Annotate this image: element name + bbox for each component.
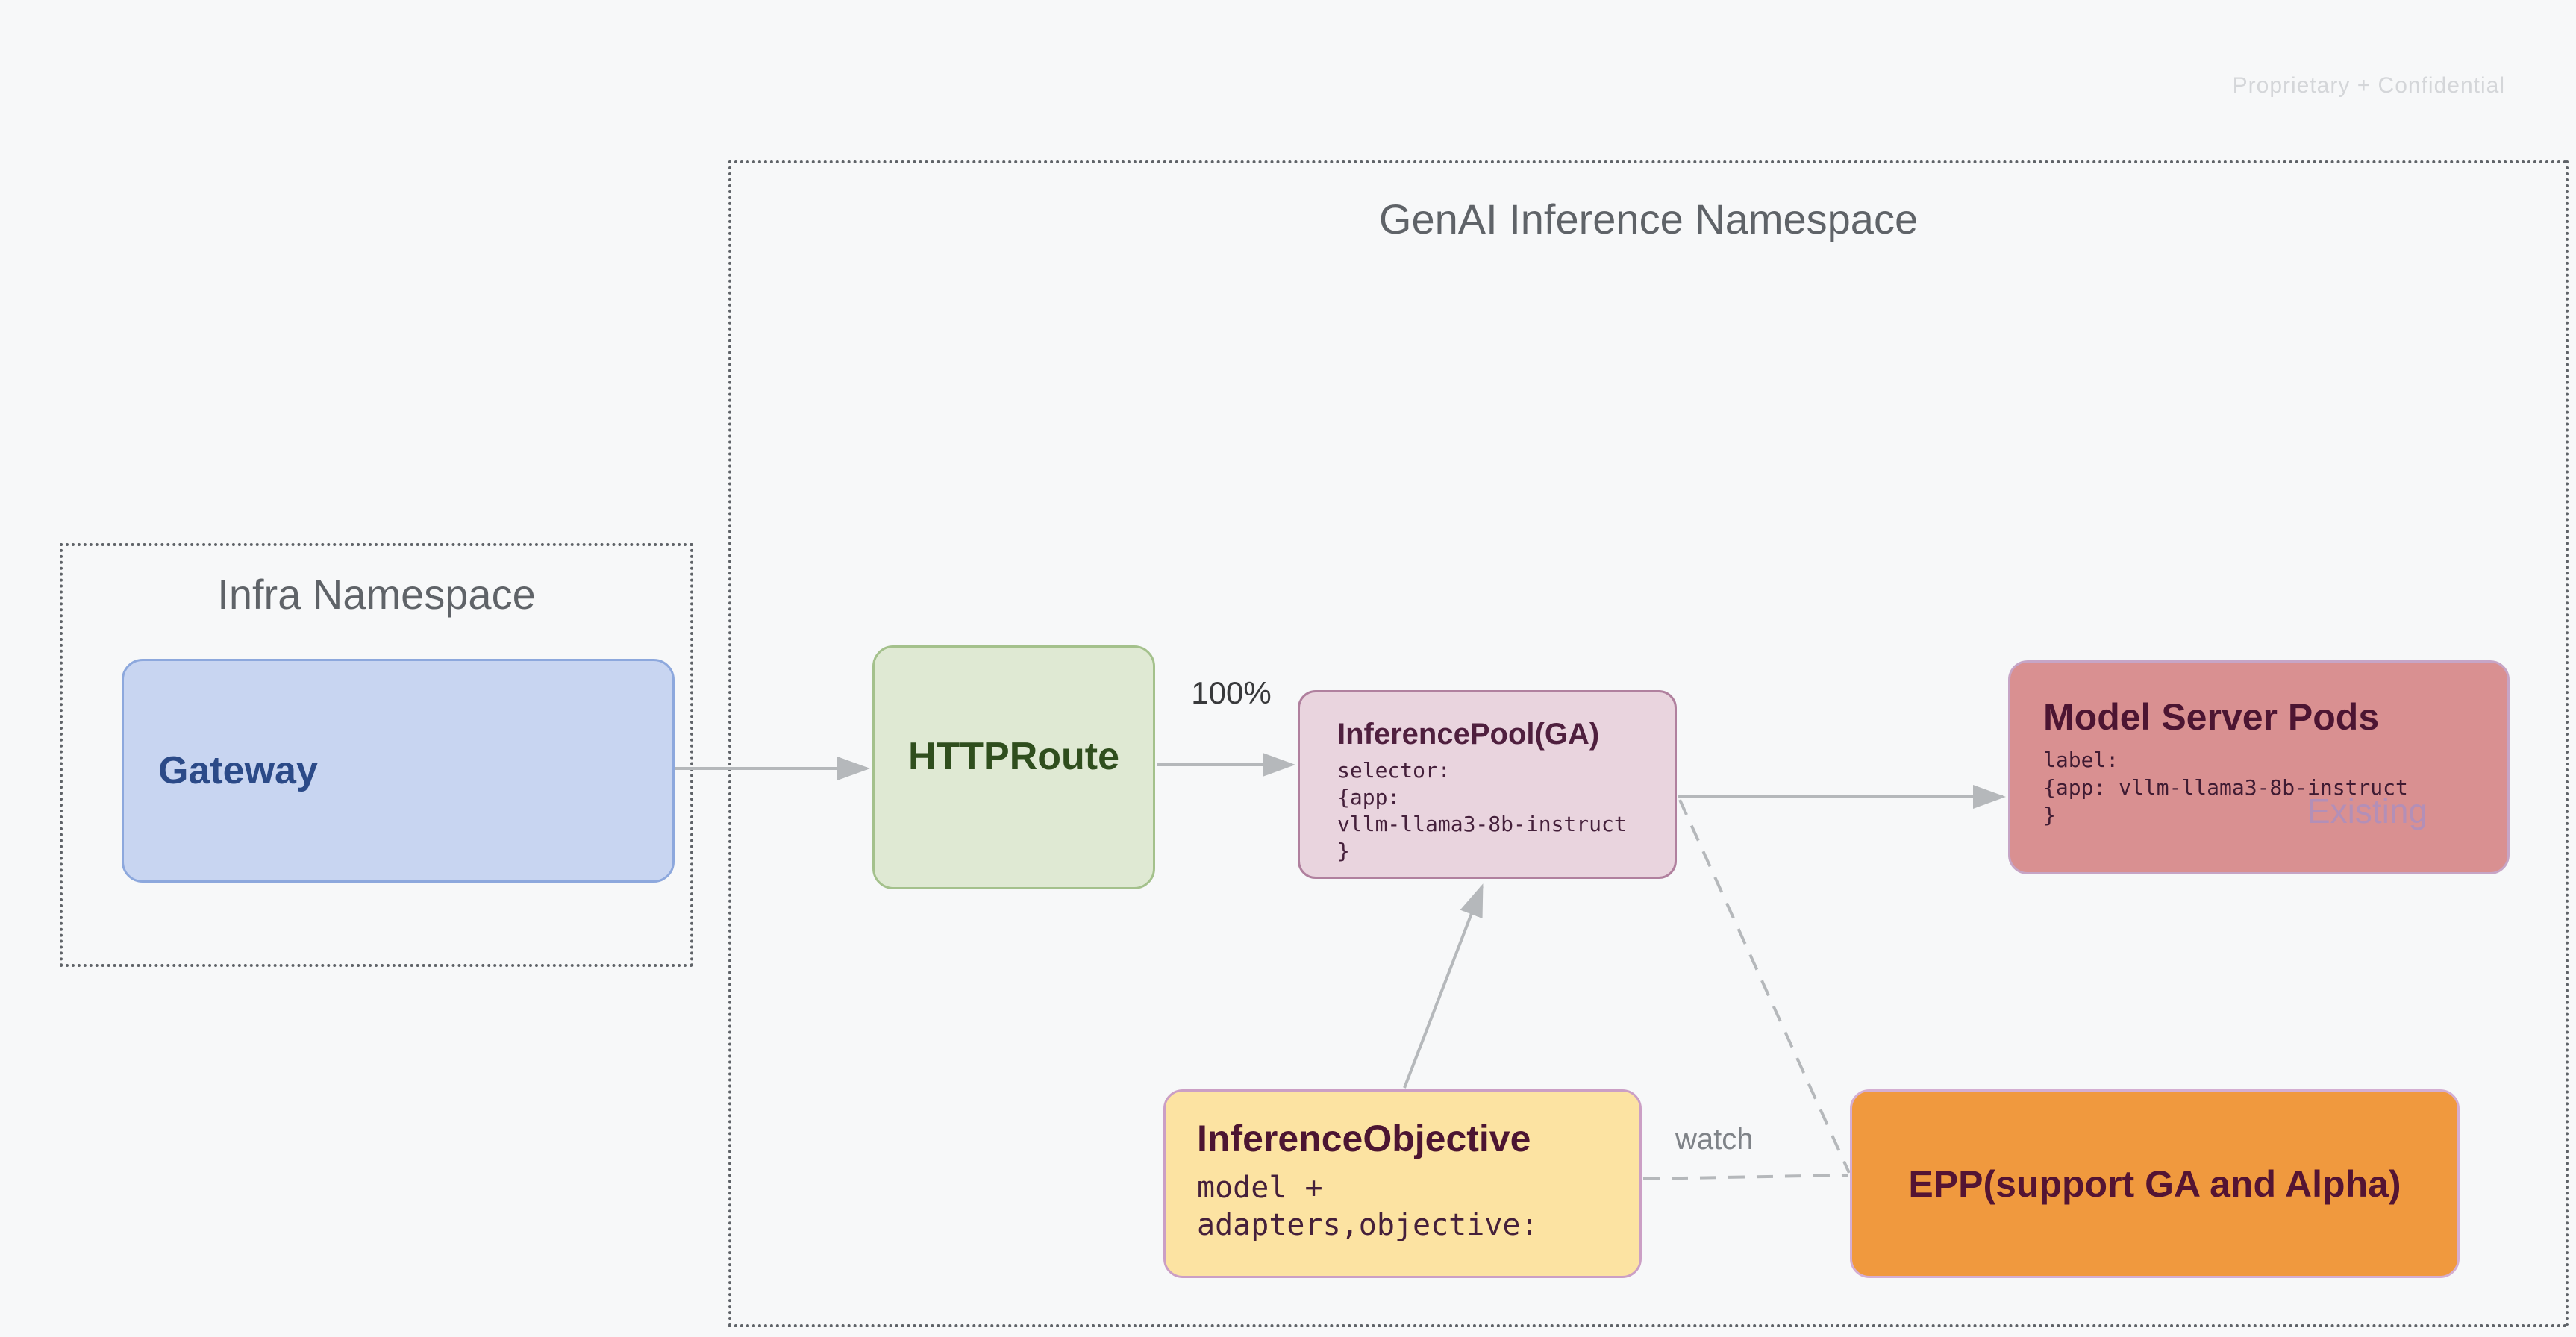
inference-objective-title: InferenceObjective: [1197, 1118, 1531, 1159]
model-server-pods-code-line: }: [2043, 803, 2056, 827]
epp-node: EPP(support GA and Alpha): [1850, 1089, 2460, 1278]
inference-objective-code-line: model +: [1197, 1171, 1323, 1205]
infra-namespace-box: Infra Namespace: [60, 543, 693, 967]
gateway-label: Gateway: [158, 749, 318, 792]
genai-namespace-box: GenAI Inference Namespace: [728, 160, 2569, 1327]
traffic-weight-label: 100%: [1191, 675, 1272, 710]
gateway-node: Gateway: [122, 659, 675, 883]
model-server-pods-code-line: {app: vllm-llama3-8b-instruct: [2043, 775, 2408, 800]
model-server-pods-code-line: label:: [2043, 748, 2119, 772]
epp-label: EPP(support GA and Alpha): [1908, 1162, 2401, 1205]
httproute-node: HTTPRoute: [872, 645, 1155, 889]
inference-objective-node: InferenceObjective model + adapters,obje…: [1163, 1089, 1642, 1278]
model-server-pods-node: Model Server Pods label: {app: vllm-llam…: [2008, 660, 2510, 874]
infra-namespace-title: Infra Namespace: [217, 571, 536, 618]
genai-namespace-title: GenAI Inference Namespace: [1378, 195, 1919, 242]
watch-label: watch: [1675, 1123, 1754, 1156]
inference-objective-code-line: adapters,objective:: [1197, 1208, 1539, 1242]
inference-pool-code-line: {app:: [1337, 785, 1401, 810]
inference-pool-code-line: }: [1337, 839, 1350, 863]
inference-pool-node: InferencePool(GA) selector: {app: vllm-l…: [1298, 690, 1677, 879]
httproute-label: HTTPRoute: [907, 734, 1120, 778]
inference-pool-code-line: vllm-llama3-8b-instruct: [1337, 812, 1627, 836]
inference-pool-code-line: selector:: [1337, 758, 1451, 783]
model-server-pods-title: Model Server Pods: [2043, 696, 2380, 738]
inference-pool-title: InferencePool(GA): [1337, 718, 1600, 751]
existing-tag: Existing: [2307, 792, 2428, 830]
confidential-watermark: Proprietary + Confidential: [2232, 73, 2505, 98]
